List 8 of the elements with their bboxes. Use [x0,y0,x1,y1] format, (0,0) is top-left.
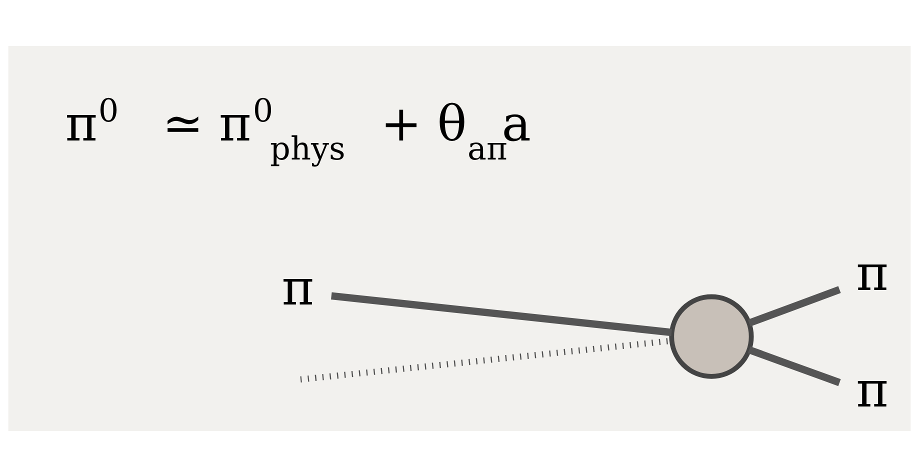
node-text: π [856,243,888,302]
node-circle [669,294,754,378]
node-text: π [856,360,888,418]
connector [748,286,841,326]
connector [748,346,841,386]
connector [331,292,672,336]
node-text: π [282,258,314,316]
label: π$^{0}$ ≃ π$^{0}$$_{phys}$ + θ$_{aπ}$a [65,90,532,167]
